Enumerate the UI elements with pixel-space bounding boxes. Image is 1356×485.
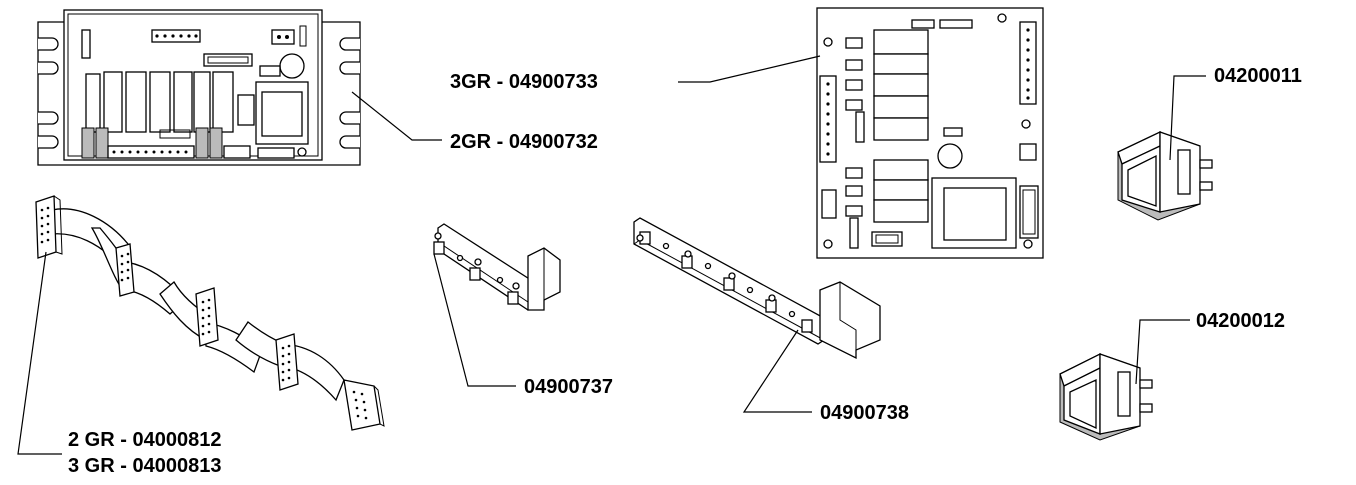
leader-cable [17, 251, 62, 455]
label-switch-2: 04200012 [1196, 310, 1285, 332]
label-cable-2gr: 2 GR - 04000812 [68, 429, 222, 451]
label-button-panel-5: 04900738 [820, 402, 909, 424]
rocker-switch-2 [1059, 352, 1153, 441]
leader-panel-5 [742, 329, 812, 413]
leader-switch-2 [1135, 319, 1190, 385]
rocker-switch-1 [1117, 130, 1213, 221]
button-panel-5 [633, 217, 881, 360]
leader-3gr [678, 55, 821, 83]
ribbon-cable [35, 195, 385, 431]
leader-2gr [351, 91, 442, 141]
button-panel-3 [433, 223, 561, 311]
label-button-panel-3: 04900737 [524, 376, 613, 398]
control-board-3gr [816, 7, 1044, 259]
label-cable-3gr: 3 GR - 04000813 [68, 455, 222, 477]
control-board-2gr [37, 9, 361, 166]
label-board-3gr: 3GR - 04900733 [450, 71, 598, 93]
leader-panel-3 [433, 253, 516, 387]
leader-switch-1 [1169, 75, 1206, 161]
label-board-2gr: 2GR - 04900732 [450, 131, 598, 153]
label-switch-1: 04200011 [1214, 65, 1302, 87]
